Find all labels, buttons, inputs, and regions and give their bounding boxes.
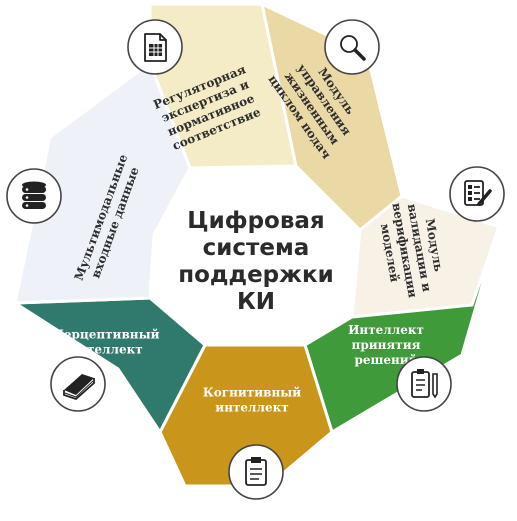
center-title-line: Цифровая: [187, 208, 324, 234]
segment-4-label-line: решений: [354, 353, 417, 367]
clipboard-pen-icon: [396, 356, 452, 412]
segment-2-label: Модульуправленияжизненнымциклом подач: [265, 47, 370, 162]
segment-6-label-line: Перцептивный: [52, 328, 159, 342]
segment-6-label-line: интеллект: [69, 343, 142, 357]
segment-4-label-line: принятия: [352, 338, 421, 352]
magnifier-icon: [324, 19, 380, 75]
clipboard-list-icon: [228, 444, 284, 500]
icons-layer: [6, 19, 505, 500]
center-polygon: [150, 166, 360, 345]
segment-4-label-line: Интеллект: [348, 323, 424, 337]
center-title-line: поддержки: [178, 262, 334, 288]
center-title-line: система: [203, 235, 310, 261]
spreadsheet-document-icon: [127, 19, 183, 75]
segment-5-label-line: Когнитивный: [203, 386, 301, 400]
center-title-line: КИ: [237, 289, 275, 315]
database-icon: [6, 168, 62, 224]
segment-5-label-line: интеллект: [215, 401, 288, 415]
checklist-pen-icon: [449, 166, 505, 222]
book-icon: [50, 356, 106, 412]
